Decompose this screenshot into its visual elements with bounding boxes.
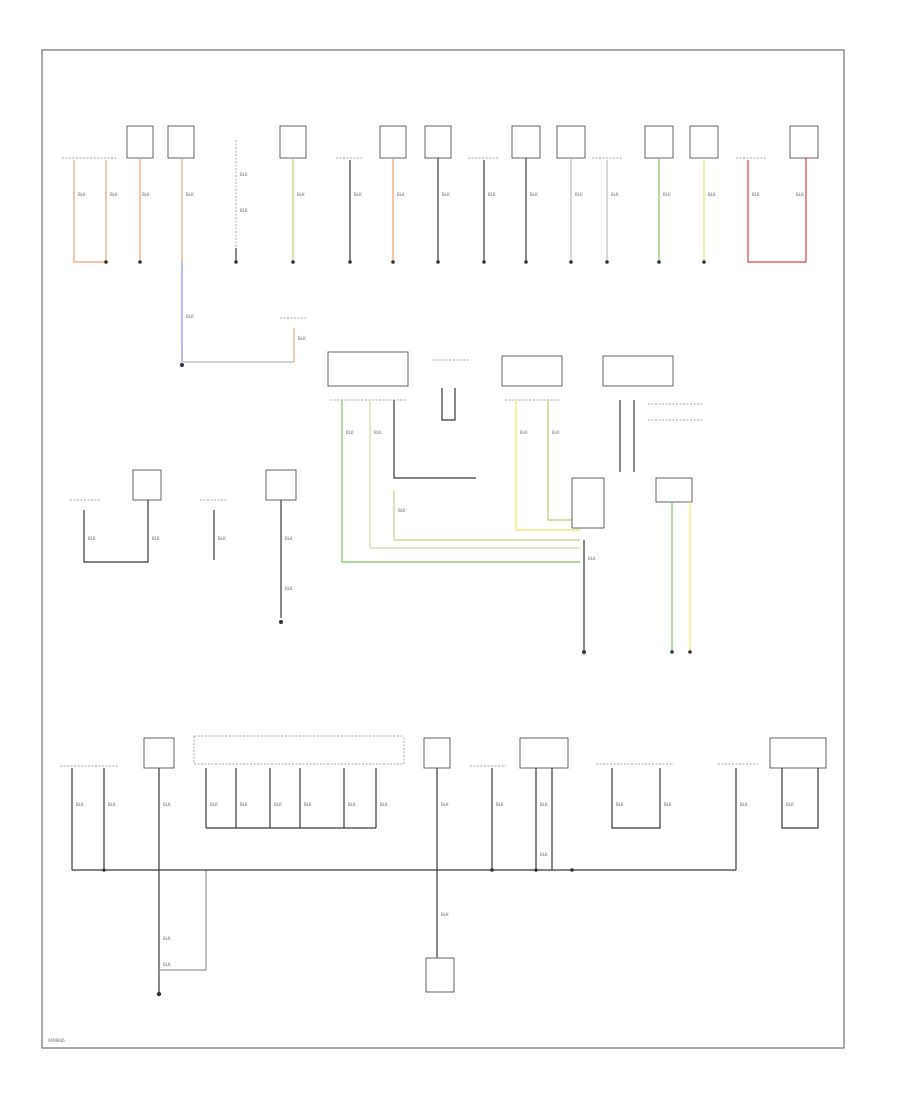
wire-color-label: BLK xyxy=(348,802,356,807)
wire-color-label: BLK xyxy=(552,430,560,435)
wire-color-label: BLK xyxy=(142,192,150,197)
middle-modules xyxy=(327,351,704,654)
wire-color-label: BLK xyxy=(752,192,760,197)
wire-color-label: BLK xyxy=(274,802,282,807)
wire-color-label: BLK xyxy=(285,536,293,541)
wire-color-label: BLK xyxy=(297,192,305,197)
footer-code: W49846 xyxy=(48,1038,65,1043)
wire-color-label: BLK xyxy=(496,802,504,807)
bottom-row-components xyxy=(60,735,827,997)
wire-color-label: BLK xyxy=(530,192,538,197)
wire-color-label: BLK xyxy=(663,192,671,197)
wire-color-label: BLK xyxy=(664,802,672,807)
wire-color-label: BLK xyxy=(210,802,218,807)
wire-color-label: BLK xyxy=(540,852,548,857)
wire-color-label: BLK xyxy=(441,802,449,807)
wire-color-label: BLK xyxy=(304,802,312,807)
wire-color-label: BLK xyxy=(786,802,794,807)
top-row-components xyxy=(62,125,819,264)
wire-color-label: BLK xyxy=(611,192,619,197)
wire-color-label: BLK xyxy=(285,586,293,591)
wire-color-label: BLK xyxy=(796,192,804,197)
wire-color-label: BLK xyxy=(441,912,449,917)
wire-color-label: BLK xyxy=(520,430,528,435)
left-middle-components xyxy=(70,469,297,624)
wire-color-label: BLK xyxy=(218,536,226,541)
wire-color-label: BLK xyxy=(163,936,171,941)
wire-color-label: BLK xyxy=(397,192,405,197)
wire-color-label: BLK xyxy=(240,172,248,177)
wire-color-label: BLK xyxy=(163,962,171,967)
wire-color-label: BLK xyxy=(186,314,194,319)
wire-color-label: BLK xyxy=(398,508,406,513)
wire-color-label: BLK xyxy=(78,192,86,197)
diagram-frame xyxy=(41,49,845,1049)
wire-orange-1 xyxy=(73,160,107,263)
wire-labels: BLK BLK BLK BLK BLK BLK BLK BLK BLK BLK BLK BLK BLK B… xyxy=(76,172,804,967)
wire-color-label: BLK xyxy=(616,802,624,807)
wire-color-label: BLK xyxy=(488,192,496,197)
wire-color-label: BLK xyxy=(374,430,382,435)
wire-color-label: BLK xyxy=(240,208,248,213)
wire-color-label: BLK xyxy=(708,192,716,197)
wire-color-label: BLK xyxy=(76,802,84,807)
wire-color-label: BLK xyxy=(588,556,596,561)
wire-color-label: BLK xyxy=(88,536,96,541)
wire-color-label: BLK xyxy=(163,802,171,807)
wire-color-label: BLK xyxy=(152,536,160,541)
wire-color-label: BLK xyxy=(740,802,748,807)
wire-color-label: BLK xyxy=(186,192,194,197)
wire-color-label: BLK xyxy=(110,192,118,197)
wire-color-label: BLK xyxy=(380,802,388,807)
wire-color-label: BLK xyxy=(442,192,450,197)
wire-color-label: BLK xyxy=(298,336,306,341)
wire-color-label: BLK xyxy=(108,802,116,807)
blue-ground-run xyxy=(180,262,306,367)
wire-color-label: BLK xyxy=(575,192,583,197)
wire-color-label: BLK xyxy=(346,430,354,435)
wire-color-label: BLK xyxy=(240,802,248,807)
wire-color-label: BLK xyxy=(354,192,362,197)
wire-color-label: BLK xyxy=(540,802,548,807)
